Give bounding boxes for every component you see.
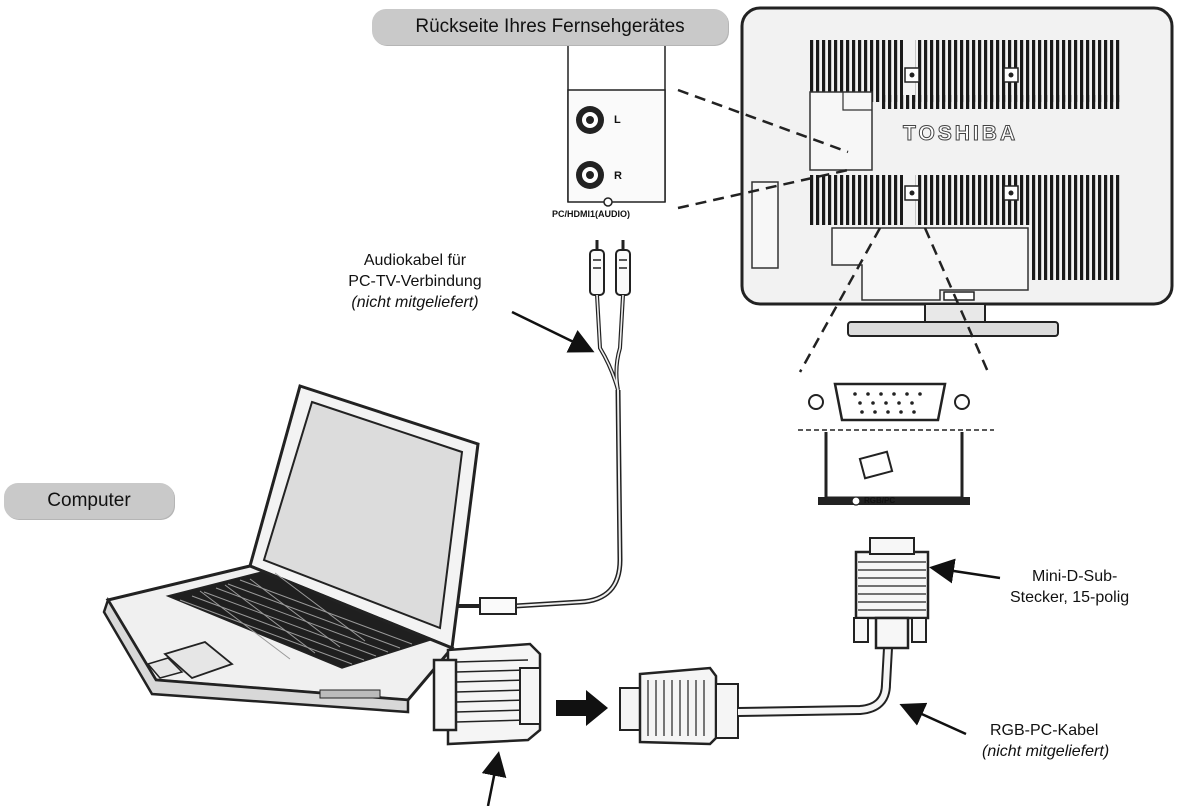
tv-vent-lower-right (1030, 225, 1120, 280)
laptop-touchpad (163, 641, 234, 680)
laptop-illustration (102, 384, 480, 714)
dsub-label-line2: Stecker, 15-polig (1010, 589, 1130, 606)
jack-r-label: R (614, 170, 622, 182)
laptop-keyboard (165, 571, 433, 669)
vga-adapter (432, 642, 542, 746)
dsub-label-line1: Mini-D-Sub- (1032, 568, 1118, 585)
rgb-cable-label: RGB-PC-Kabel (nicht mitgeliefert) (982, 720, 1162, 762)
computer-title: Computer (4, 483, 174, 519)
audio-cable-label-line2: PC-TV-Verbindung (348, 273, 482, 290)
tv-back-illustration (740, 6, 1174, 337)
audio-panel-zoom (567, 38, 666, 207)
audio-cable-label-line3: (nicht mitgeliefert) (351, 294, 479, 311)
tv-audio-jack-area (809, 91, 873, 171)
tv-vent-mid-right (880, 95, 1120, 109)
tv-brand-logo: TOSHIBA (902, 122, 1019, 146)
arrow-adapter (481, 751, 507, 807)
audio-cable (451, 240, 631, 615)
mini-dsub-plug (854, 550, 930, 620)
audio-cable-label: Audiokabel für PC-TV-Verbindung (nicht m… (300, 250, 530, 313)
tv-back-title: Rückseite Ihres Fernsehgerätes (372, 9, 728, 45)
rgb-cable-label-line1: RGB-PC-Kabel (990, 722, 1099, 739)
direction-arrow-icon (556, 690, 608, 726)
rgb-port-zoom (798, 382, 994, 506)
tv-stand-base (847, 321, 1059, 337)
audio-port-label: PC/HDMI1(AUDIO) (552, 209, 630, 219)
arrow-dsub-plug (929, 558, 1001, 584)
tv-vent-bottom-left (808, 175, 903, 225)
arrow-rgb-cable (899, 702, 967, 736)
dsub-label: Mini-D-Sub- Stecker, 15-polig (1010, 566, 1170, 608)
rgb-cable-label-line2: (nicht mitgeliefert) (982, 743, 1110, 760)
rgb-pc-cable (619, 537, 930, 746)
jack-l-label: L (614, 114, 621, 126)
rgb-port-label: RGB/PC (864, 496, 896, 505)
audio-cable-label-line1: Audiokabel für (363, 252, 467, 269)
arrow-audio-cable (511, 310, 595, 353)
